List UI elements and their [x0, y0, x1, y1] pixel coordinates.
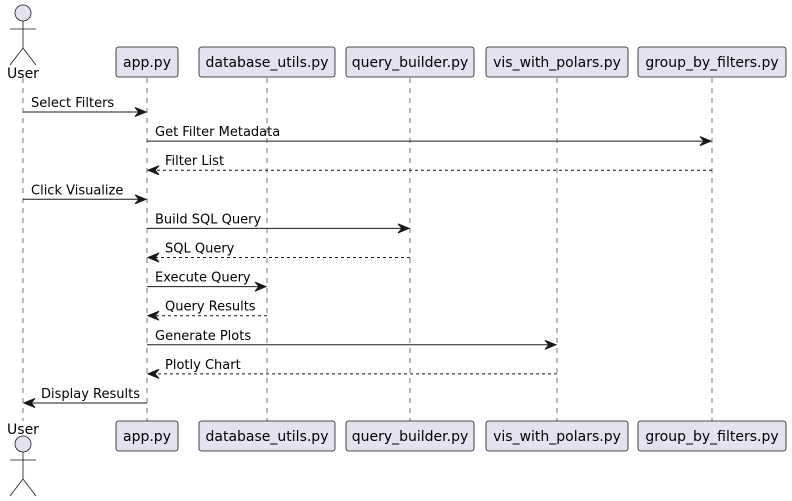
message-5: SQL Query — [146, 242, 410, 263]
actor-label: User — [7, 66, 39, 82]
actor-bottom: User — [7, 422, 39, 497]
arrowhead-icon — [134, 194, 148, 205]
arrowhead-icon — [134, 107, 148, 117]
arrowhead-icon — [146, 252, 160, 263]
arrowhead-icon — [146, 165, 160, 176]
message-9: Plotly Chart — [146, 358, 557, 379]
participant-db-top: database_utils.py — [198, 46, 336, 78]
message-label: Execute Query — [155, 271, 251, 286]
participant-db-bottom: database_utils.py — [198, 420, 336, 452]
participant-qb-top: query_builder.py — [345, 46, 475, 78]
actor-top: User — [7, 4, 39, 82]
participants-top: User app.py database_utils.py query_builder… — [7, 4, 787, 82]
message-label: SQL Query — [165, 242, 235, 257]
participant-label: group_by_filters.py — [645, 55, 778, 71]
message-7: Query Results — [146, 300, 267, 321]
message-label: Filter List — [165, 154, 224, 169]
message-label: Plotly Chart — [165, 358, 241, 373]
participant-label: vis_with_polars.py — [493, 55, 621, 71]
message-label: Select Filters — [31, 96, 114, 111]
actor-figure-icon — [9, 4, 37, 66]
arrowhead-icon — [699, 136, 713, 147]
participant-label: app.py — [123, 55, 171, 71]
message-label: Generate Plots — [155, 329, 251, 344]
participants-bottom: User app.py database_utils.py query_builder… — [7, 420, 787, 497]
participant-gbf-bottom: group_by_filters.py — [637, 420, 787, 452]
participant-app-bottom: app.py — [115, 420, 179, 452]
lifelines — [22, 78, 713, 421]
message-10: Display Results — [22, 387, 147, 408]
message-3: Click Visualize — [23, 183, 148, 205]
participant-vis-top: vis_with_polars.py — [485, 46, 629, 78]
message-label: Display Results — [41, 387, 140, 402]
message-8: Generate Plots — [147, 329, 558, 350]
message-0: Select Filters — [23, 96, 148, 117]
arrowhead-icon — [544, 339, 558, 350]
participant-app-top: app.py — [115, 46, 179, 78]
message-1: Get Filter Metadata — [147, 125, 713, 147]
message-label: Build SQL Query — [155, 212, 261, 227]
message-2: Filter List — [146, 154, 712, 176]
participant-qb-bottom: query_builder.py — [345, 420, 475, 452]
arrowhead-icon — [397, 223, 411, 234]
arrowhead-icon — [146, 310, 160, 321]
participant-label: query_builder.py — [352, 55, 469, 71]
actor-figure-icon — [9, 435, 37, 497]
participant-label: app.py — [123, 429, 171, 445]
message-label: Click Visualize — [31, 183, 123, 198]
message-label: Get Filter Metadata — [155, 125, 280, 140]
participant-label: database_utils.py — [206, 55, 329, 71]
arrowhead-icon — [146, 368, 160, 379]
participant-label: group_by_filters.py — [645, 429, 778, 445]
participant-label: vis_with_polars.py — [493, 429, 621, 445]
message-label: Query Results — [165, 300, 256, 315]
participant-gbf-top: group_by_filters.py — [637, 46, 787, 78]
participant-label: database_utils.py — [206, 429, 329, 445]
arrowhead-icon — [22, 398, 36, 408]
participant-label: query_builder.py — [352, 429, 469, 445]
arrowhead-icon — [254, 281, 268, 292]
actor-label: User — [7, 422, 39, 438]
message-6: Execute Query — [147, 271, 268, 292]
message-4: Build SQL Query — [147, 212, 411, 234]
participant-vis-bottom: vis_with_polars.py — [485, 420, 629, 452]
